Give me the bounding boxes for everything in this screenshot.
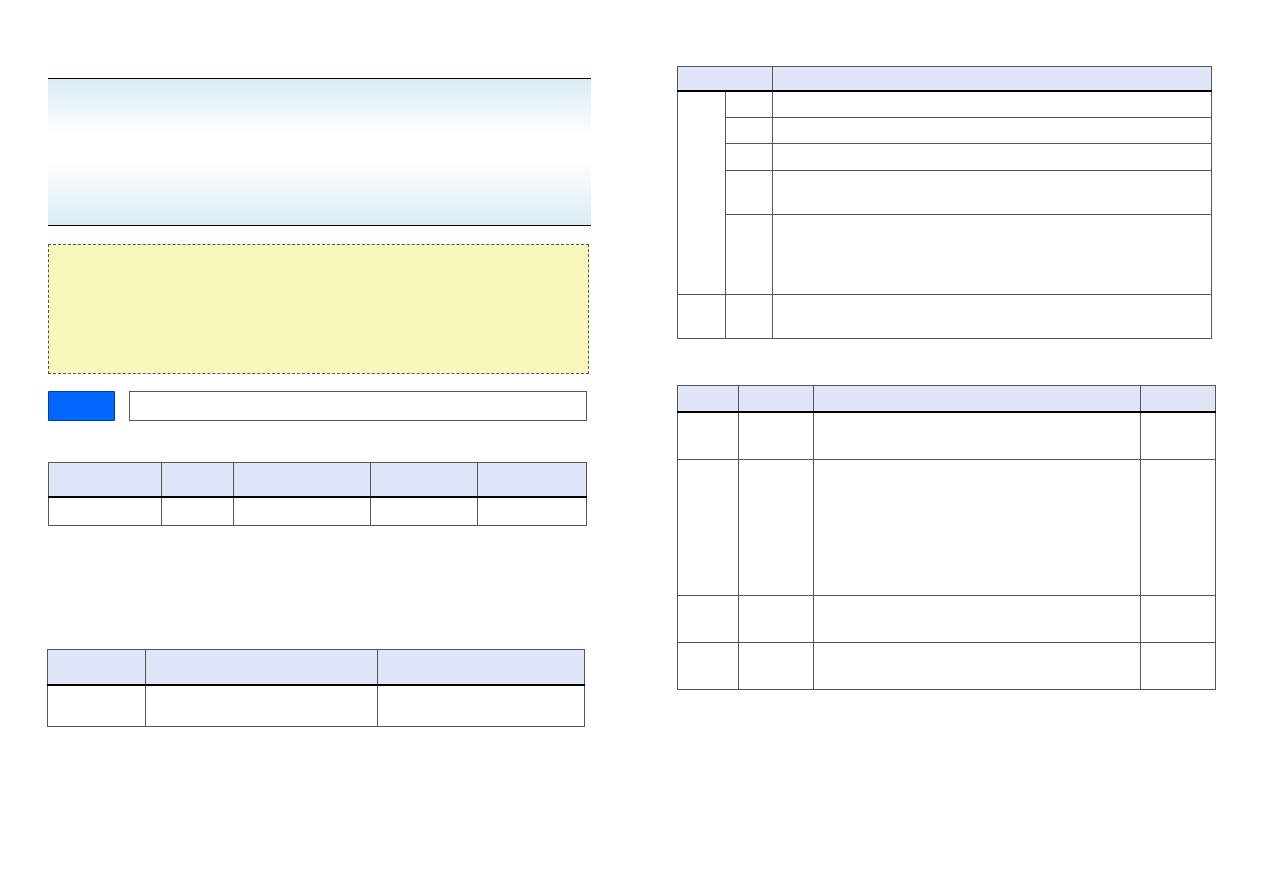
table-cell bbox=[1140, 459, 1216, 596]
table-cell bbox=[725, 90, 773, 118]
table-1-header bbox=[370, 462, 478, 498]
table-cell bbox=[1140, 642, 1216, 690]
table-cell bbox=[725, 294, 773, 339]
table-3-header bbox=[772, 66, 1212, 92]
table-cell bbox=[48, 496, 162, 526]
table-row bbox=[678, 117, 1212, 144]
table-3-header bbox=[677, 66, 773, 92]
table-cell bbox=[677, 411, 739, 460]
row-group-label bbox=[677, 294, 726, 339]
note-box bbox=[48, 244, 589, 374]
section-title-field[interactable] bbox=[129, 391, 587, 421]
table-cell bbox=[813, 595, 1141, 643]
table-row bbox=[47, 684, 585, 727]
table-cell bbox=[738, 411, 814, 460]
table-cell bbox=[47, 684, 146, 727]
table-cell bbox=[725, 117, 773, 144]
table-4-header bbox=[677, 385, 739, 413]
table-cell bbox=[772, 294, 1212, 339]
table-cell bbox=[677, 595, 739, 643]
table-row bbox=[48, 496, 587, 526]
table-cell bbox=[145, 684, 378, 727]
table-cell bbox=[813, 642, 1141, 690]
table-2-header bbox=[377, 649, 585, 686]
table-cell bbox=[772, 214, 1212, 295]
table-row bbox=[677, 459, 1216, 596]
section-tag bbox=[48, 391, 115, 421]
table-1-header bbox=[48, 462, 162, 498]
table-row bbox=[677, 90, 1212, 295]
table-row bbox=[678, 214, 1212, 295]
table-cell bbox=[738, 595, 814, 643]
table-1-header bbox=[477, 462, 587, 498]
row-group-label bbox=[677, 90, 726, 295]
table-row bbox=[678, 143, 1212, 171]
table-4-header bbox=[813, 385, 1141, 413]
table-1-header bbox=[233, 462, 371, 498]
table-cell bbox=[477, 496, 587, 526]
table-cell bbox=[377, 684, 585, 727]
table-row bbox=[677, 294, 1212, 339]
table-cell bbox=[725, 143, 773, 171]
table-cell bbox=[772, 170, 1212, 215]
table-cell bbox=[233, 496, 371, 526]
table-cell bbox=[725, 170, 773, 215]
table-cell bbox=[161, 496, 234, 526]
table-cell bbox=[677, 459, 739, 596]
table-2-header bbox=[145, 649, 378, 686]
table-4-header bbox=[1140, 385, 1216, 413]
table-cell bbox=[738, 459, 814, 596]
table-cell bbox=[813, 459, 1141, 596]
table-cell bbox=[738, 642, 814, 690]
table-3 bbox=[677, 66, 1212, 339]
table-cell bbox=[772, 90, 1212, 118]
table-cell bbox=[772, 143, 1212, 171]
table-cell bbox=[813, 411, 1141, 460]
table-cell bbox=[1140, 411, 1216, 460]
title-banner bbox=[48, 78, 591, 226]
table-1-header bbox=[161, 462, 234, 498]
table-1 bbox=[48, 462, 587, 526]
table-row bbox=[677, 595, 1216, 643]
table-2 bbox=[47, 649, 585, 727]
table-4 bbox=[677, 385, 1216, 690]
table-row bbox=[677, 642, 1216, 690]
table-cell bbox=[677, 642, 739, 690]
table-4-header bbox=[738, 385, 814, 413]
table-cell bbox=[725, 214, 773, 295]
table-cell bbox=[772, 117, 1212, 144]
table-cell bbox=[1140, 595, 1216, 643]
table-2-header bbox=[47, 649, 146, 686]
table-row bbox=[677, 411, 1216, 460]
table-row bbox=[678, 170, 1212, 215]
table-cell bbox=[370, 496, 478, 526]
